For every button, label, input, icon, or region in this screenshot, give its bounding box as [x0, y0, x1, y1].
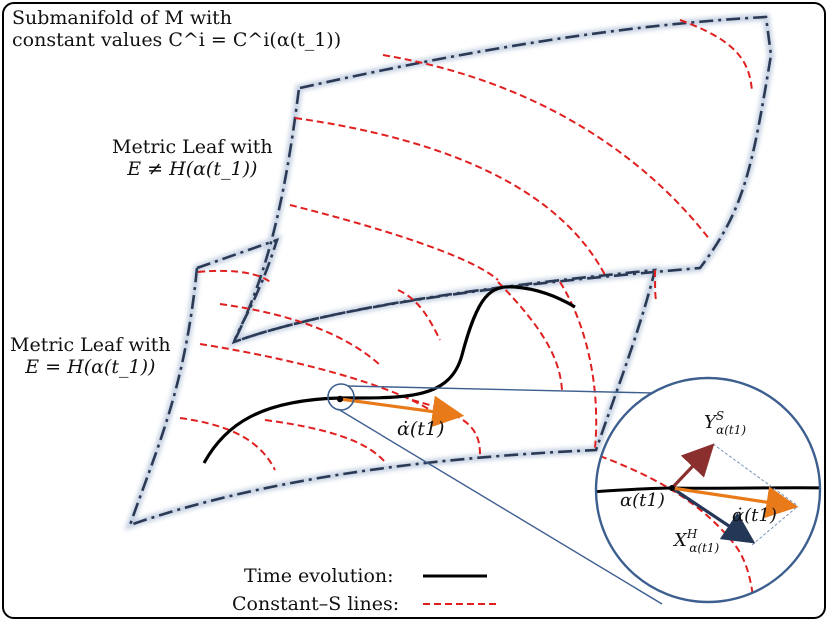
lower-sheet-border: [127, 237, 657, 528]
leaf-upper-label: Metric Leaf with E ≠ H(α(t_1)): [112, 136, 273, 180]
constant-s-lines-lower: [179, 269, 657, 471]
alpha-dot-inset-label: α̇(t1): [732, 505, 777, 526]
submanifold-label: Submanifold of M with constant values C^…: [12, 7, 341, 51]
alpha-inset-label: α(t1): [620, 490, 665, 511]
legend-time-evolution-label: Time evolution:: [244, 565, 394, 587]
alpha-dot-arrow: [339, 395, 465, 428]
x-vector-label: XHα(t1): [674, 527, 727, 555]
alpha-dot-main-label: α̇(t1): [397, 418, 445, 440]
zoom-inset: [594, 376, 822, 604]
upper-sheet-border: [231, 15, 773, 345]
leaf-lower-label-line2: E = H(α(t_1)): [25, 356, 156, 378]
x-vector-symbol: X: [674, 530, 687, 551]
x-vector-sub: α(t1): [689, 541, 720, 555]
submanifold-label-line1: Submanifold of M with: [12, 7, 233, 29]
constant-s-lines-upper: [289, 19, 753, 281]
y-vector-sub: α(t1): [716, 423, 747, 437]
y-vector-label: YSα(t1): [704, 409, 754, 437]
legend-constant-s-label: Constant–S lines:: [232, 593, 400, 615]
time-evolution-curve: [202, 285, 576, 464]
alpha-dot-inset-arrow: [671, 486, 799, 519]
leaf-lower-label: Metric Leaf with E = H(α(t_1)): [10, 334, 171, 378]
x-vector-arrow: [671, 486, 756, 544]
leaf-upper-label-line2: E ≠ H(α(t_1)): [127, 158, 258, 180]
y-vector-sup: S: [715, 409, 725, 423]
y-vector-symbol: Y: [704, 412, 716, 433]
y-vector-arrow: [670, 443, 715, 490]
x-vector-sup: H: [686, 527, 698, 541]
leaf-lower-label-line1: Metric Leaf with: [10, 334, 171, 356]
leaf-upper-label-line1: Metric Leaf with: [112, 136, 273, 158]
submanifold-label-line2: constant values C^i = C^i(α(t_1)): [12, 29, 342, 51]
